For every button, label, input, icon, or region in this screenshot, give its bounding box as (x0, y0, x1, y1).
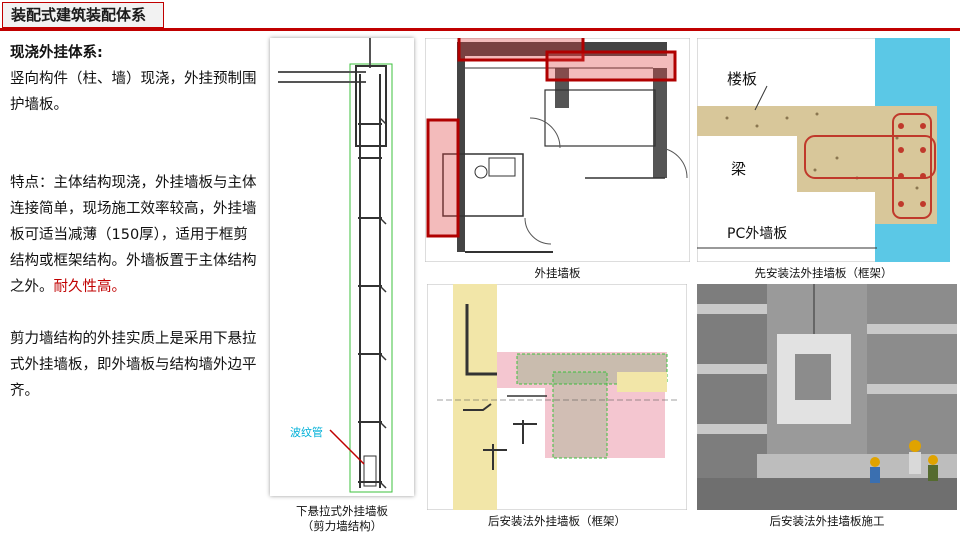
section-heading: 现浇外挂体系: (10, 45, 103, 61)
figure-vertical-section: 波纹管 (270, 38, 414, 496)
post-install-drawing (427, 284, 687, 510)
floor-plan-drawing (425, 38, 690, 262)
figure-pre-install-section: 楼板 梁 PC外墙板 (697, 38, 950, 262)
caption-post-install: 后安装法外挂墙板（框架） (488, 514, 626, 528)
label-slab: 楼板 (727, 70, 757, 88)
slide-title-text: 装配式建筑装配体系 (11, 6, 147, 24)
caption-vertical-section-line1: 下悬拉式外挂墙板 (296, 504, 388, 518)
figure-post-install-section (427, 284, 687, 510)
caption-vertical-section: 下悬拉式外挂墙板 （剪力墙结构） (270, 504, 414, 534)
caption-vertical-section-line2: （剪力墙结构） (301, 519, 383, 533)
construction-photo-drawing (697, 284, 957, 510)
slide-title: 装配式建筑装配体系 (2, 2, 164, 28)
feature-text: 特点：主体结构现浇，外挂墙板与主体连接简单，现场施工效率较高，外挂墙板可适当减薄… (10, 175, 257, 295)
pre-install-drawing: 楼板 梁 PC外墙板 (697, 38, 950, 262)
shear-wall-paragraph: 剪力墙结构的外挂实质上是采用下悬拉式外挂墙板，即外墙板与结构墙外边平齐。 (10, 331, 257, 399)
corrugated-pipe-label: 波纹管 (290, 425, 323, 439)
title-underline (0, 28, 960, 31)
feature-paragraph: 特点：主体结构现浇，外挂墙板与主体连接简单，现场施工效率较高，外挂墙板可适当减薄… (10, 170, 262, 300)
text-column: 现浇外挂体系: 竖向构件（柱、墙）现浇，外挂预制围护墙板。 特点：主体结构现浇，… (10, 40, 262, 404)
vertical-section-drawing: 波纹管 (278, 38, 393, 493)
caption-construction-photo: 后安装法外挂墙板施工 (769, 514, 885, 528)
intro-paragraph: 竖向构件（柱、墙）现浇，外挂预制围护墙板。 (10, 71, 257, 113)
caption-floor-plan: 外挂墙板 (534, 266, 581, 280)
feature-highlight: 耐久性高。 (53, 279, 127, 295)
label-beam: 梁 (731, 160, 746, 178)
figure-floor-plan (425, 38, 690, 262)
caption-pre-install: 先安装法外挂墙板（框架） (754, 266, 893, 280)
label-pc-panel: PC外墙板 (727, 226, 787, 242)
figure-construction-photo (697, 284, 957, 510)
